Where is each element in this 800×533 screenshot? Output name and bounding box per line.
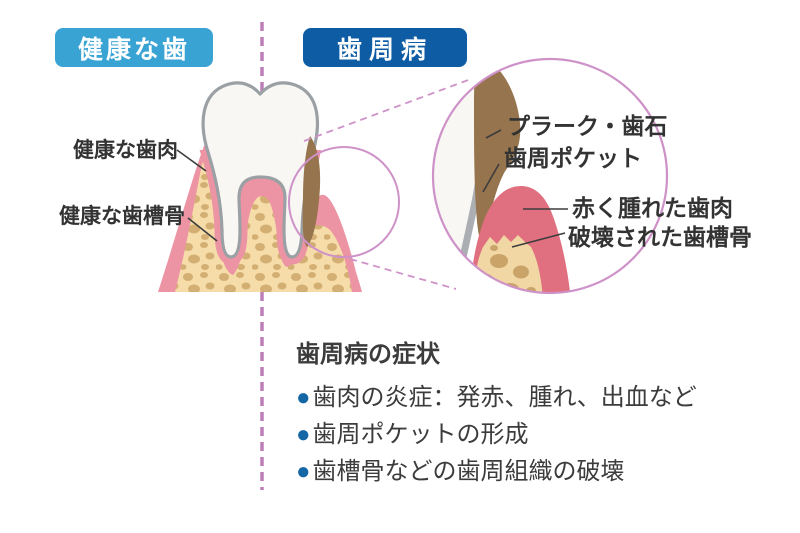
plaque-tartar-label: プラーク・歯石 [507,113,668,139]
symptom-text: 歯周ポケットの形成 [312,421,529,448]
periodontal-pocket-label: 歯周ポケット [504,145,642,171]
symptom-item-bone-destruction: ●歯槽骨などの歯周組織の破壊 [296,453,697,490]
symptoms-heading: 歯周病の症状 [296,341,440,368]
plaque-shape [302,136,321,247]
magnifier-small-circle [288,146,400,258]
magnifier-large-circle [431,57,669,295]
alveolar-bone-shape [175,160,352,292]
magnifier-dashed-line-top [303,78,472,142]
bullet-icon: ● [296,458,311,485]
bullet-icon: ● [296,384,311,411]
periodontal-disease-badge: 歯周病 [303,28,467,67]
swollen-gum-label: 赤く腫れた歯肉 [572,195,733,221]
pointer-plaque [485,129,502,139]
pointer-lines [176,129,568,248]
pointer-healthy-bone [187,217,218,242]
healthy-tooth-badge: 健康な歯 [55,28,213,67]
symptom-item-inflammation: ●歯肉の炎症：発赤、腫れ、出血など [296,379,697,416]
healthy-gum-label: 健康な歯肉 [73,139,178,162]
symptom-item-pocket: ●歯周ポケットの形成 [296,416,697,453]
destroyed-bone-label: 破壊された歯槽骨 [568,224,752,250]
zoom-plaque-shape [474,59,521,243]
symptom-text: 歯肉の炎症：発赤、腫れ、出血など [312,384,697,411]
bullet-icon: ● [296,421,311,448]
pointer-destroyed-bone [511,232,566,248]
tooth-shape [201,81,319,259]
symptoms-block: 歯周病の症状 ●歯肉の炎症：発赤、腫れ、出血など ●歯周ポケットの形成 ●歯槽骨… [296,334,697,490]
pointer-pocket [482,163,500,193]
healthy-bone-label: 健康な歯槽骨 [59,205,185,228]
symptom-text: 歯槽骨などの歯周組織の破壊 [312,458,625,485]
pointer-healthy-gum [176,149,207,172]
magnifier-dashed-line-bottom [349,258,457,290]
